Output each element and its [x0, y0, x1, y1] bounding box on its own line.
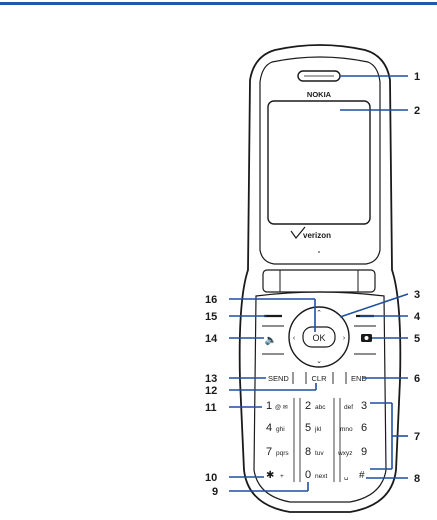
svg-text:next: next [315, 473, 327, 480]
callout-labels: 1 2 3 4 5 6 7 8 16 15 14 13 12 11 10 9 [205, 71, 421, 498]
callout-5: 5 [414, 333, 420, 345]
callout-4: 4 [414, 311, 421, 323]
callout-16: 16 [205, 294, 217, 306]
svg-text:2: 2 [305, 400, 311, 412]
svg-text:wxyz: wxyz [337, 450, 352, 457]
key-9[interactable]: wxyz 9 [337, 446, 367, 458]
svg-text:abc: abc [315, 404, 326, 411]
key-4[interactable]: 4 ghi [266, 422, 285, 434]
key-1[interactable]: 1 @ ✉ [266, 400, 288, 412]
svg-text:verizon: verizon [303, 231, 331, 240]
svg-text:✱: ✱ [266, 470, 274, 481]
ok-label: OK [312, 333, 325, 343]
earpiece [298, 71, 340, 81]
nav-left-icon: ‹ [293, 335, 296, 342]
svg-text:def: def [344, 404, 353, 411]
call-keys-row: SEND CLR END [268, 372, 367, 384]
brand-logo: NOKIA [307, 90, 332, 99]
callout-13: 13 [205, 373, 217, 385]
key-5[interactable]: 5 jkl [305, 422, 322, 434]
svg-text:9: 9 [361, 446, 367, 458]
nav-cluster: ⌃ ⌄ ‹ › OK [289, 307, 349, 367]
svg-text:pqrs: pqrs [276, 450, 289, 457]
callout-1: 1 [414, 71, 420, 83]
svg-text:ghi: ghi [276, 426, 285, 433]
callout-12: 12 [205, 385, 217, 397]
svg-text:+: + [280, 473, 284, 480]
svg-text:6: 6 [361, 422, 367, 434]
key-7[interactable]: 7 pqrs [266, 446, 289, 458]
callout-15: 15 [205, 311, 217, 323]
svg-text:0: 0 [305, 469, 311, 481]
key-6[interactable]: mno 6 [340, 422, 367, 434]
svg-text:␣: ␣ [344, 473, 348, 480]
key-8[interactable]: 8 tuv [305, 446, 324, 458]
camera-key[interactable] [361, 334, 372, 342]
svg-text:1: 1 [266, 400, 272, 412]
header-rule [0, 2, 437, 5]
key-3[interactable]: def 3 [344, 400, 367, 412]
keypad: 1 @ ✉ 2 abc def 3 4 ghi 5 jkl mno 6 7 pq… [266, 398, 367, 482]
speaker-icon: 🔈 [265, 335, 277, 346]
microphone-dot [318, 251, 320, 253]
callout-10: 10 [205, 472, 217, 484]
callout-14: 14 [205, 333, 218, 345]
nav-right-icon: › [343, 335, 346, 342]
key-2[interactable]: 2 abc [305, 400, 326, 412]
svg-text:5: 5 [305, 422, 311, 434]
key-0[interactable]: 0 next [305, 469, 327, 481]
svg-text:8: 8 [305, 446, 311, 458]
svg-text:tuv: tuv [315, 450, 324, 457]
callout-6: 6 [414, 373, 420, 385]
phone-body [240, 45, 401, 512]
callout-9: 9 [212, 486, 218, 498]
callout-2: 2 [414, 105, 420, 117]
svg-text:jkl: jkl [314, 426, 322, 433]
key-star[interactable]: ✱ + [266, 470, 284, 481]
send-button[interactable]: SEND [268, 374, 289, 383]
callout-3: 3 [414, 289, 420, 301]
callout-11: 11 [205, 402, 217, 414]
key-hash[interactable]: ␣ # [344, 470, 365, 481]
clr-button[interactable]: CLR [311, 374, 327, 383]
display-screen [268, 101, 370, 224]
svg-text:mno: mno [340, 426, 353, 433]
svg-text:3: 3 [361, 400, 367, 412]
svg-text:4: 4 [266, 422, 272, 434]
svg-text:#: # [359, 470, 365, 481]
nav-down-icon: ⌄ [316, 358, 322, 365]
carrier-logo: verizon [291, 227, 331, 240]
callout-7: 7 [414, 431, 420, 443]
speaker-key[interactable]: 🔈 [265, 335, 277, 346]
svg-text:7: 7 [266, 446, 272, 458]
nav-up-icon: ⌃ [316, 309, 322, 317]
svg-text:@ ✉: @ ✉ [275, 405, 288, 411]
callout-8: 8 [414, 473, 420, 485]
